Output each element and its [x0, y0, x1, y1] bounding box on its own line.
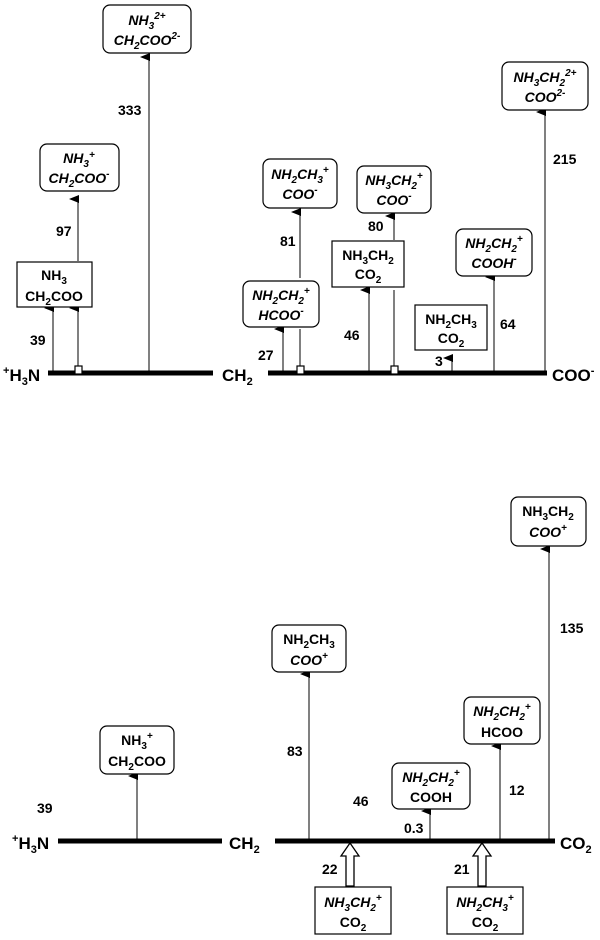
svg-text:COO-: COO-: [376, 191, 412, 208]
box-nh3ch2-2p-coo-2m: NH3CH22+ COO2-: [501, 61, 589, 111]
svg-text:CH2COO-: CH2COO-: [48, 169, 110, 190]
top-left-label: +H3N: [3, 365, 40, 388]
svg-text:CO2: CO2: [355, 266, 382, 286]
svg-text:CO2: CO2: [472, 914, 499, 934]
svg-text:CO2: CO2: [438, 330, 465, 350]
bottom-right-label: CO2: [560, 834, 592, 856]
box-nh3-ch2coo: NH3 CH2COO: [16, 261, 93, 308]
svg-text:NH2CH2+: NH2CH2+: [473, 702, 531, 723]
box-nh3ch2p-coom: NH3CH2+ COO-: [356, 165, 432, 214]
top-right-label: COO-: [552, 365, 595, 385]
box-nh2ch3-coop: NH2CH3 COO+: [271, 624, 347, 673]
svg-text:CH2COO: CH2COO: [25, 288, 83, 308]
svg-text:NH2CH2+: NH2CH2+: [402, 768, 460, 789]
svg-text:NH2CH3+: NH2CH3+: [456, 893, 514, 914]
bottom-left-label: +H3N: [12, 833, 49, 856]
svg-text:COO-: COO-: [282, 185, 318, 202]
box-nh3ch2-co2: NH3CH2 CO2: [331, 240, 405, 288]
svg-text:NH3CH2+: NH3CH2+: [365, 171, 423, 192]
bottom-value-46: 46: [353, 793, 369, 809]
box-nh3ch2p-co2: NH3CH2+ CO2: [314, 886, 392, 935]
bottom-value-21: 21: [454, 861, 470, 877]
bottom-value-135: 135: [560, 620, 584, 636]
top-arrow-base-1: [74, 365, 83, 375]
box-nh2ch3p-coom: NH2CH3+ COO-: [262, 158, 338, 209]
svg-text:NH2CH3: NH2CH3: [425, 311, 477, 331]
box-nh2ch3p-co2: NH2CH3+ CO2: [446, 886, 524, 935]
svg-text:COOH-: COOH-: [471, 254, 517, 271]
svg-text:CH2COO: CH2COO: [108, 753, 166, 773]
svg-text:HCOO: HCOO: [481, 724, 523, 740]
box-nh2ch2p-coohm: NH2CH2+ COOH-: [455, 228, 533, 277]
svg-text:NH3CH2+: NH3CH2+: [324, 893, 382, 914]
bottom-value-22: 22: [322, 861, 338, 877]
bottom-value-39: 39: [37, 800, 53, 816]
bottom-panel: +H3N CH2 CO2 39 83 46 0.3 12 135 22 21 N…: [12, 496, 592, 935]
top-value-27: 27: [258, 347, 274, 363]
top-arrow-base-2: [296, 365, 305, 375]
box-nh2ch2p-hcoo: NH2CH2+ HCOO: [463, 696, 541, 745]
svg-text:CO2: CO2: [340, 914, 367, 934]
svg-text:NH2CH3: NH2CH3: [283, 631, 335, 651]
svg-text:COO+: COO+: [529, 523, 567, 540]
top-arrow-base-3: [390, 365, 399, 375]
bottom-value-12: 12: [509, 782, 525, 798]
svg-text:NH3CH2: NH3CH2: [522, 503, 574, 523]
box-nh3p-ch2coom: NH3+ CH2COO-: [39, 143, 120, 192]
top-middle-label: CH2: [222, 366, 253, 388]
top-value-46: 46: [344, 327, 360, 343]
svg-text:COO+: COO+: [290, 651, 328, 668]
top-panel: +H3N CH2 COO- 39 97 333 27 81 46 80 3 64…: [3, 4, 595, 388]
svg-text:NH3CH2: NH3CH2: [342, 247, 394, 267]
top-value-64: 64: [500, 316, 516, 332]
bottom-hollow-arrow-22: [339, 841, 361, 887]
top-value-215: 215: [553, 151, 577, 167]
box-nh2ch2p-cooh: NH2CH2+ COOH: [391, 762, 471, 810]
box-nh3-2p-ch2coo-2m: NH32+ CH2COO2-: [102, 4, 192, 54]
box-nh3ch2-coop: NH3CH2 COO+: [510, 496, 587, 547]
svg-text:CH2COO2-: CH2COO2-: [114, 31, 181, 52]
svg-text:HCOO-: HCOO-: [258, 306, 304, 323]
svg-text:COO2-: COO2-: [525, 88, 566, 105]
bottom-middle-label: CH2: [229, 834, 260, 856]
box-nh2ch3-co2: NH2CH3 CO2: [414, 304, 488, 351]
top-value-81: 81: [280, 233, 296, 249]
svg-text:COOH: COOH: [410, 789, 452, 805]
bottom-hollow-arrow-21: [471, 841, 493, 887]
top-value-39: 39: [30, 332, 46, 348]
top-value-333: 333: [118, 102, 142, 118]
bottom-value-83: 83: [287, 743, 303, 759]
svg-text:NH2CH3+: NH2CH3+: [271, 165, 329, 186]
svg-text:NH2CH2+: NH2CH2+: [465, 234, 523, 255]
bottom-value-0-3: 0.3: [404, 820, 424, 836]
svg-text:NH3: NH3: [41, 267, 67, 287]
box-nh2ch2p-hcoom: NH2CH2+ HCOO-: [242, 280, 320, 328]
box-nh3p-ch2coo: NH3+ CH2COO: [99, 725, 175, 775]
top-value-97: 97: [56, 223, 72, 239]
top-value-80: 80: [368, 218, 384, 234]
top-value-3: 3: [435, 353, 443, 369]
svg-text:NH2CH2+: NH2CH2+: [252, 286, 310, 307]
